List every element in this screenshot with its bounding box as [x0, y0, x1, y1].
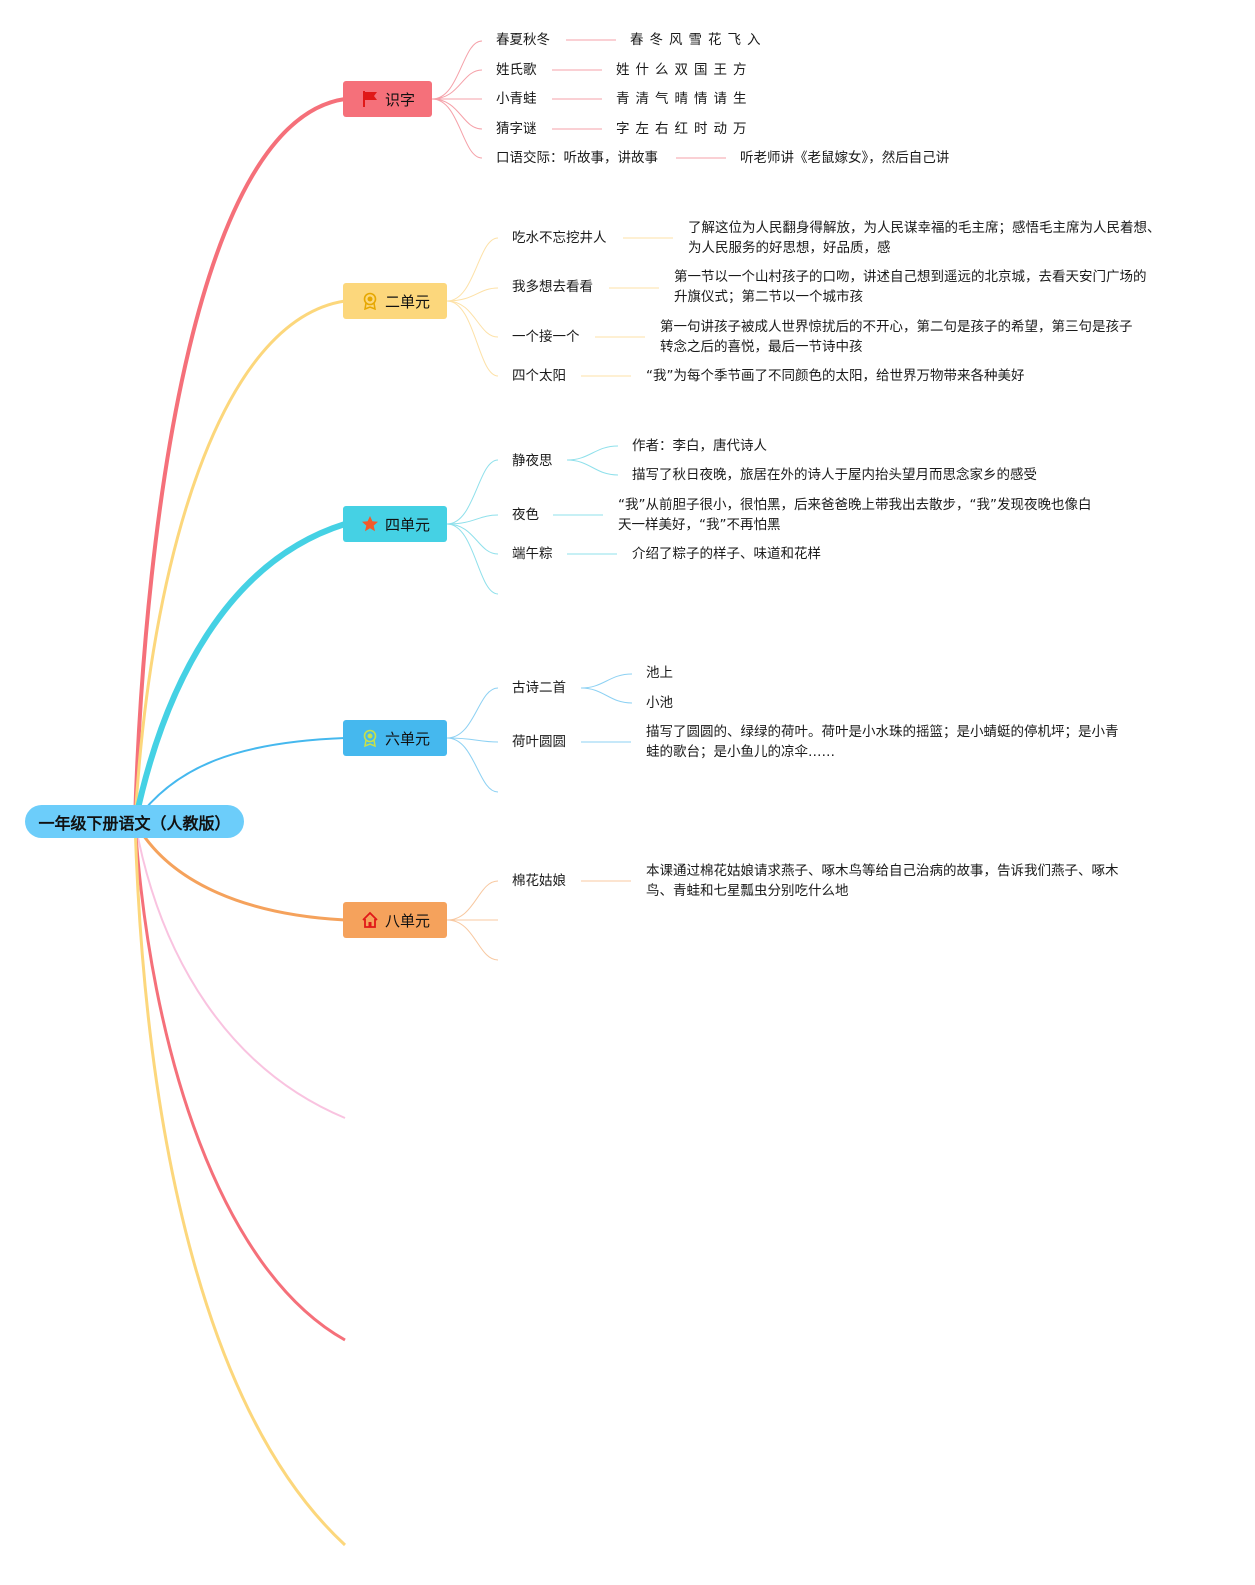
topic-unit2-1[interactable]: 吃水不忘挖井人	[512, 230, 607, 246]
branch-shizi[interactable]: 识字	[343, 81, 432, 117]
detail-shizi-1: 春冬风雪花飞入	[630, 32, 767, 48]
sub-unit6-1-b: 小池	[646, 695, 673, 711]
topic-shizi-2[interactable]: 姓氏歌	[496, 62, 537, 78]
topic-unit4-2[interactable]: 夜色	[512, 507, 539, 523]
topic-unit2-3[interactable]: 一个接一个	[512, 329, 580, 345]
star-icon	[361, 515, 379, 533]
branch-unit4[interactable]: 四单元	[343, 506, 447, 542]
topic-shizi-4[interactable]: 猜字谜	[496, 121, 537, 137]
branch-unit2[interactable]: 二单元	[343, 283, 447, 319]
detail-unit2-4: “我”为每个季节画了不同颜色的太阳，给世界万物带来各种美好	[646, 368, 1025, 384]
connector-root-stub-yellow	[133, 821, 347, 1547]
connectors-shizi	[431, 39, 726, 159]
detail-shizi-2: 姓什么双国王方	[616, 62, 753, 78]
connector-root-stub-red	[133, 821, 346, 1342]
connectors-unit8	[446, 880, 631, 961]
detail-unit6-2-line1: 描写了圆圆的、绿绿的荷叶。荷叶是小水珠的摇篮；是小蜻蜓的停机坪；是小青	[646, 724, 1119, 740]
topic-unit8-1[interactable]: 棉花姑娘	[512, 873, 566, 889]
branch-label: 二单元	[385, 292, 431, 311]
connector-root-stub-pink	[134, 821, 346, 1119]
detail-unit2-1-line1: 了解这位为人民翻身得解放，为人民谋幸福的毛主席；感悟毛主席为人民着想、	[688, 220, 1161, 236]
detail-unit6-2-line2: 蛙的歌台；是小鱼儿的凉伞……	[646, 744, 835, 760]
detail-shizi-3: 青清气晴情请生	[616, 91, 753, 107]
flag-icon	[361, 90, 379, 108]
topic-unit6-2[interactable]: 荷叶圆圆	[512, 734, 566, 750]
connectors-unit2	[446, 237, 673, 377]
sub-unit4-1-a: 作者：李白，唐代诗人	[632, 438, 767, 454]
branch-label: 八单元	[385, 911, 431, 930]
branch-unit8[interactable]: 八单元	[343, 902, 447, 938]
topic-unit4-1[interactable]: 静夜思	[512, 453, 553, 469]
detail-unit4-2-line1: “我”从前胆子很小，很怕黑，后来爸爸晚上带我出去散步，“我”发现夜晚也像白	[618, 497, 1092, 513]
sub-unit4-1-b: 描写了秋日夜晚，旅居在外的诗人于屋内抬头望月而思念家乡的感受	[632, 467, 1037, 483]
connector-root-shizi	[133, 97, 346, 823]
home-icon	[361, 911, 379, 929]
detail-unit4-3: 介绍了粽子的样子、味道和花样	[632, 546, 821, 562]
topic-unit4-3[interactable]: 端午粽	[512, 546, 553, 562]
topic-unit2-4[interactable]: 四个太阳	[512, 368, 566, 384]
connector-root-unit4	[132, 521, 346, 823]
detail-unit2-2-line2: 升旗仪式；第二节以一个城市孩	[674, 289, 863, 305]
detail-unit8-1-line2: 鸟、青蛙和七星瓢虫分别吃什么地	[646, 883, 849, 899]
detail-unit8-1-line1: 本课通过棉花姑娘请求燕子、啄木鸟等给自己治病的故事，告诉我们燕子、啄木	[646, 863, 1119, 879]
ribbon-medal-icon	[361, 729, 379, 747]
connectors-unit6	[446, 673, 633, 793]
branch-label: 六单元	[385, 729, 431, 748]
topic-shizi-3[interactable]: 小青蛙	[496, 91, 537, 107]
root-title: 一年级下册语文（人教版）	[38, 813, 231, 833]
ribbon-medal-icon	[361, 292, 379, 310]
topic-shizi-5[interactable]: 口语交际：听故事，讲故事	[496, 150, 658, 166]
connector-root-unit6	[134, 737, 346, 823]
detail-unit2-3-line1: 第一句讲孩子被成人世界惊扰后的不开心，第二句是孩子的希望，第三句是孩子	[660, 319, 1133, 335]
connectors-unit4	[446, 445, 619, 595]
topic-shizi-1[interactable]: 春夏秋冬	[496, 32, 550, 48]
sub-unit6-1-a: 池上	[646, 665, 673, 681]
branch-label: 四单元	[385, 515, 431, 534]
topic-unit2-2[interactable]: 我多想去看看	[512, 279, 593, 295]
detail-shizi-5: 听老师讲《老鼠嫁女》，然后自己讲	[740, 150, 950, 166]
connector-root-unit8	[133, 821, 346, 922]
branch-label: 识字	[385, 90, 416, 109]
detail-unit4-2-line2: 天一样美好，“我”不再怕黑	[618, 517, 781, 533]
branch-unit6[interactable]: 六单元	[343, 720, 447, 756]
connector-root-unit2	[133, 299, 346, 823]
topic-unit6-1[interactable]: 古诗二首	[512, 680, 566, 696]
detail-shizi-4: 字左右红时动万	[616, 121, 753, 137]
detail-unit2-3-line2: 转念之后的喜悦，最后一节诗中孩	[660, 339, 863, 355]
detail-unit2-2-line1: 第一节以一个山村孩子的口吻，讲述自己想到遥远的北京城，去看天安门广场的	[674, 269, 1147, 285]
root-node[interactable]: 一年级下册语文（人教版）	[25, 805, 244, 838]
detail-unit2-1-line2: 为人民服务的好思想，好品质，感	[688, 240, 891, 256]
